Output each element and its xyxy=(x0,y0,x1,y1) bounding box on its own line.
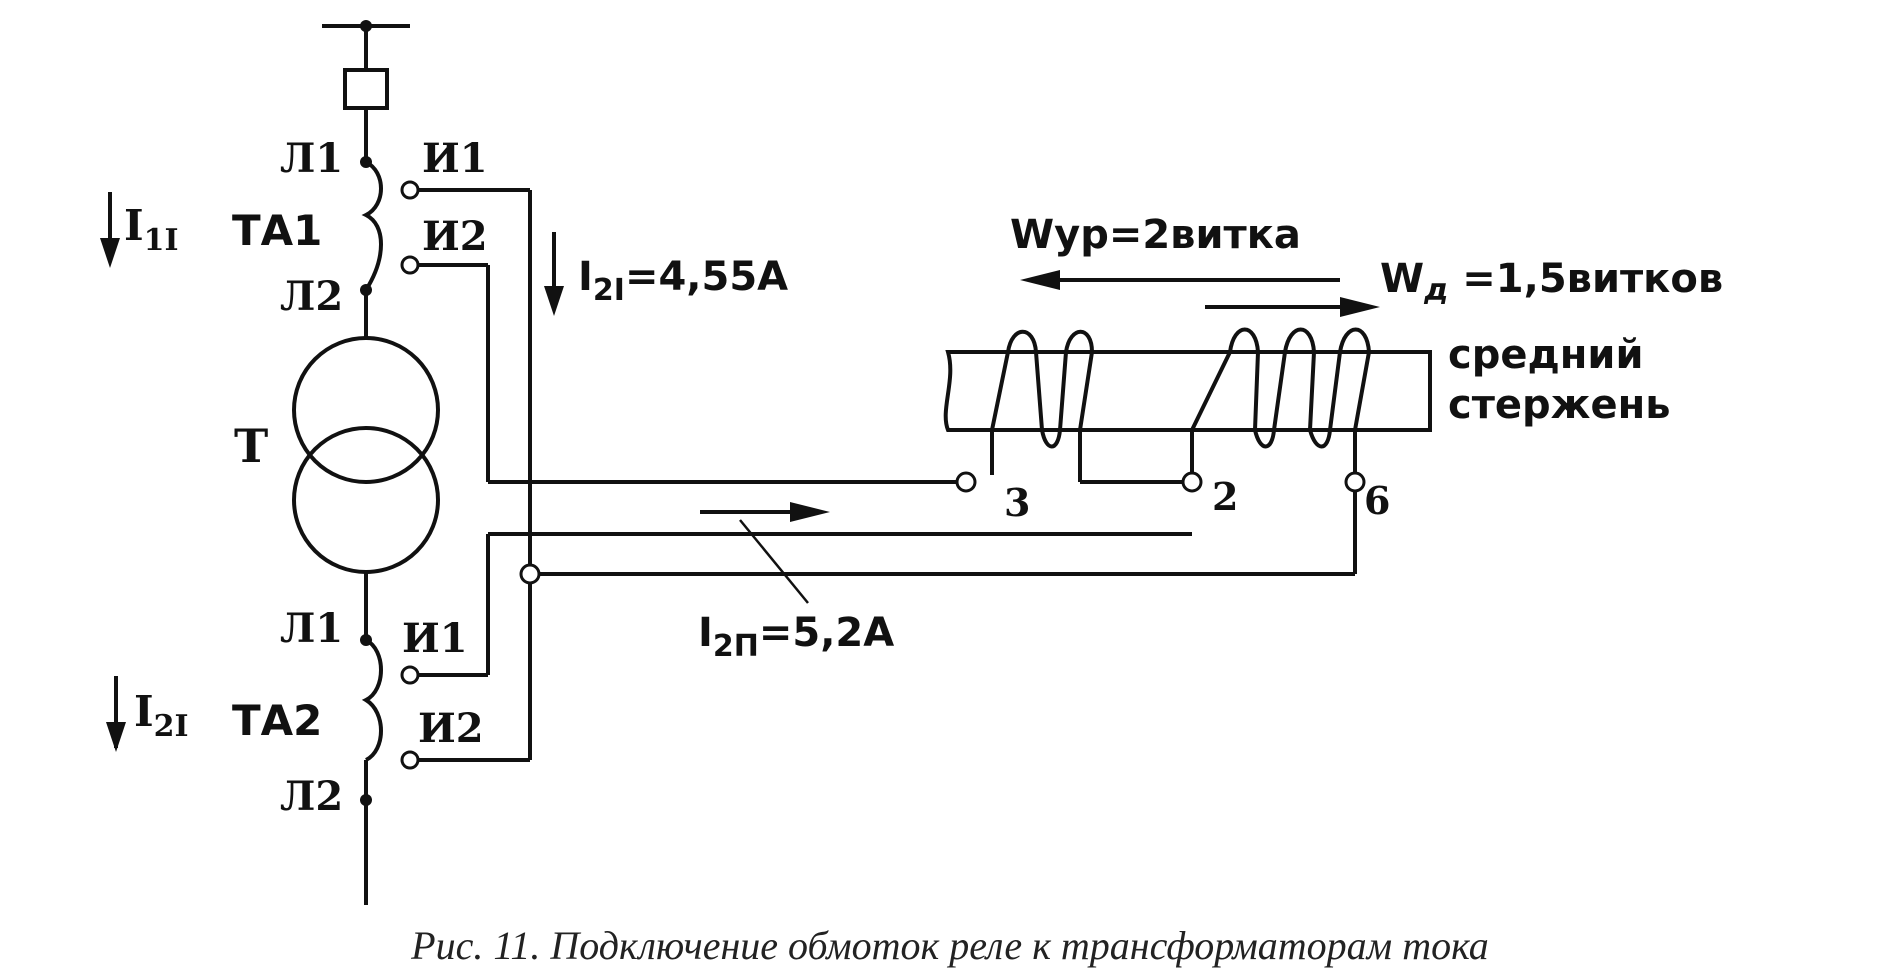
label-ta2: ТА2 xyxy=(232,696,322,745)
arrow-i2I-icon xyxy=(544,286,564,316)
label-l1-bottom: Л1 xyxy=(280,605,343,652)
label-l1-top: Л1 xyxy=(280,135,343,182)
label-l2-bottom: Л2 xyxy=(280,773,343,820)
label-terminal-6: 6 xyxy=(1364,478,1390,523)
label-wd: Wд =1,5витков xyxy=(1380,256,1723,308)
label-i11: I1I xyxy=(124,201,179,258)
label-i2-bottom: И2 xyxy=(418,705,484,752)
arrow-wur-icon xyxy=(1020,270,1060,290)
bus-top xyxy=(322,20,410,70)
label-terminal-2: 2 xyxy=(1212,474,1238,519)
label-i1-bottom: И1 xyxy=(402,615,468,662)
label-i2I: I2I=4,55А xyxy=(578,254,788,308)
label-i2II: I2П=5,2А xyxy=(698,610,894,664)
transformer-t xyxy=(292,336,440,574)
ta1-coil xyxy=(360,156,383,296)
label-wur: Wур=2витка xyxy=(1010,212,1301,258)
arrow-i2II-icon xyxy=(790,502,830,522)
terminal-3 xyxy=(955,471,977,493)
working-winding xyxy=(990,330,1194,484)
ta2-secondary-wiring xyxy=(410,532,1355,762)
label-terminal-3: 3 xyxy=(1004,480,1030,525)
label-l2-top: Л2 xyxy=(280,273,343,320)
current-arrows xyxy=(100,192,1380,752)
label-core-line2: стержень xyxy=(1448,382,1671,428)
label-core-line1: средний xyxy=(1448,332,1643,378)
terminal-6 xyxy=(1344,471,1366,493)
relay-terminals xyxy=(955,471,1366,493)
arrow-i21-icon xyxy=(106,722,126,752)
differential-winding xyxy=(1190,327,1372,574)
ta2-coil xyxy=(360,634,383,806)
terminal-2 xyxy=(1181,471,1203,493)
label-t: Т xyxy=(234,419,268,473)
breaker-symbol xyxy=(343,68,389,110)
label-i21: I2I xyxy=(134,687,189,744)
arrow-i11-icon xyxy=(100,238,120,268)
arrow-wd-icon xyxy=(1340,297,1380,317)
labels: Л1 И1 ТА1 И2 Л2 Т Л1 И1 ТА2 И2 Л2 I1I I2… xyxy=(124,135,1723,820)
label-i2-top: И2 xyxy=(422,213,488,260)
label-i1-top: И1 xyxy=(422,135,488,182)
ta1-secondary-wiring xyxy=(410,188,960,760)
label-ta1: ТА1 xyxy=(232,206,322,255)
figure-caption: Рис. 11. Подключение обмоток реле к тран… xyxy=(411,923,1489,968)
ct-terminals xyxy=(400,180,541,770)
relay-core xyxy=(943,350,1432,432)
